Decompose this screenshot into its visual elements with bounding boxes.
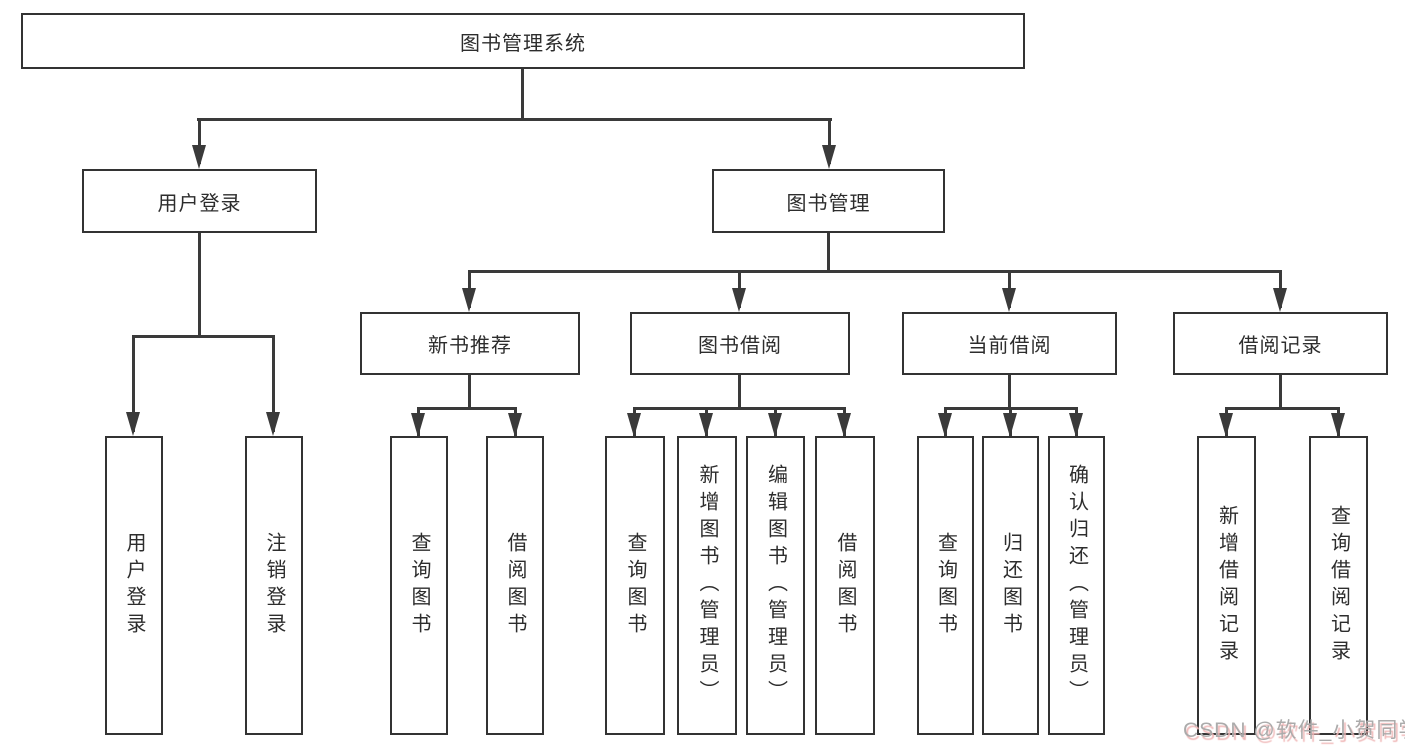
node-label: 查询图书 <box>934 531 957 640</box>
node-borrow-record: 借阅记录 <box>1173 312 1388 375</box>
leaf-query-books-recommend: 查询图书 <box>390 436 448 735</box>
arrow-down-icon <box>768 413 782 437</box>
connector-line <box>1279 375 1282 410</box>
arrow-down-icon <box>822 145 836 169</box>
arrow-down-icon <box>508 413 522 437</box>
connector-line <box>198 118 201 164</box>
connector-line <box>1225 407 1339 410</box>
connector-line <box>521 69 524 120</box>
arrow-down-icon <box>1331 413 1345 437</box>
connector-line <box>468 270 1282 273</box>
arrow-down-icon <box>732 288 746 312</box>
leaf-user-login: 用户登录 <box>105 436 163 735</box>
connector-line <box>1008 375 1011 410</box>
leaf-add-book-admin: 新增图书（管理员） <box>677 436 737 735</box>
arrow-down-icon <box>1219 413 1233 437</box>
arrow-down-icon <box>1003 413 1017 437</box>
arrow-down-icon <box>938 413 952 437</box>
node-label: 借阅记录 <box>1238 335 1323 357</box>
leaf-query-borrow-record: 查询借阅记录 <box>1309 436 1368 735</box>
connector-line <box>198 233 201 338</box>
leaf-confirm-return-admin: 确认归还（管理员） <box>1048 436 1105 735</box>
arrow-down-icon <box>411 413 425 437</box>
connector-line <box>828 118 831 164</box>
connector-line <box>197 118 832 121</box>
node-label: 图书管理 <box>786 192 871 215</box>
node-label: 图书管理系统 <box>460 32 586 55</box>
node-label: 查询图书 <box>624 531 646 640</box>
connector-line <box>468 375 471 410</box>
arrow-down-icon <box>627 413 641 437</box>
leaf-borrow-books-recommend: 借阅图书 <box>486 436 544 735</box>
node-new-book-recommend: 新书推荐 <box>360 312 580 375</box>
node-label: 新增图书（管理员） <box>696 464 718 707</box>
node-label: 查询借阅记录 <box>1327 504 1350 667</box>
connector-line <box>738 375 741 410</box>
connector-line <box>417 407 517 410</box>
node-root: 图书管理系统 <box>21 13 1025 69</box>
node-label: 新增借阅记录 <box>1215 504 1238 667</box>
node-label: 当前借阅 <box>967 335 1052 357</box>
node-label: 注销登录 <box>263 531 285 640</box>
leaf-edit-book-admin: 编辑图书（管理员） <box>746 436 805 735</box>
node-user-login: 用户登录 <box>82 169 317 233</box>
node-label: 归还图书 <box>999 531 1022 640</box>
node-label: 用户登录 <box>157 192 242 215</box>
node-book-borrow: 图书借阅 <box>630 312 850 375</box>
arrow-down-icon <box>837 413 851 437</box>
arrow-down-icon <box>1069 413 1083 437</box>
node-label: 图书借阅 <box>698 335 782 357</box>
leaf-query-books-current: 查询图书 <box>917 436 974 735</box>
arrow-down-icon <box>1002 288 1016 312</box>
csdn-watermark: CSDN @软件_小贺同学 <box>1183 719 1405 742</box>
node-label: 新书推荐 <box>428 335 512 357</box>
arrow-down-icon <box>1273 288 1287 312</box>
node-label: 查询图书 <box>408 531 430 640</box>
leaf-return-book: 归还图书 <box>982 436 1039 735</box>
arrow-down-icon <box>126 412 140 436</box>
arrow-down-icon <box>462 288 476 312</box>
node-label: 借阅图书 <box>504 531 526 640</box>
arrow-down-icon <box>699 413 713 437</box>
connector-line <box>132 335 275 338</box>
connector-line <box>827 233 830 273</box>
node-book-management: 图书管理 <box>712 169 945 233</box>
leaf-logout: 注销登录 <box>245 436 303 735</box>
leaf-add-borrow-record: 新增借阅记录 <box>1197 436 1256 735</box>
node-label: 用户登录 <box>123 531 145 640</box>
connector-line <box>132 335 135 432</box>
connector-line <box>633 407 846 410</box>
arrow-down-icon <box>266 412 280 436</box>
arrow-down-icon <box>192 145 206 169</box>
node-label: 编辑图书（管理员） <box>764 464 787 707</box>
node-current-borrow: 当前借阅 <box>902 312 1117 375</box>
node-label: 确认归还（管理员） <box>1065 464 1088 707</box>
connector-line <box>272 335 275 432</box>
node-label: 借阅图书 <box>834 531 856 640</box>
leaf-query-books-borrow: 查询图书 <box>605 436 665 735</box>
leaf-borrow-books-borrow: 借阅图书 <box>815 436 875 735</box>
